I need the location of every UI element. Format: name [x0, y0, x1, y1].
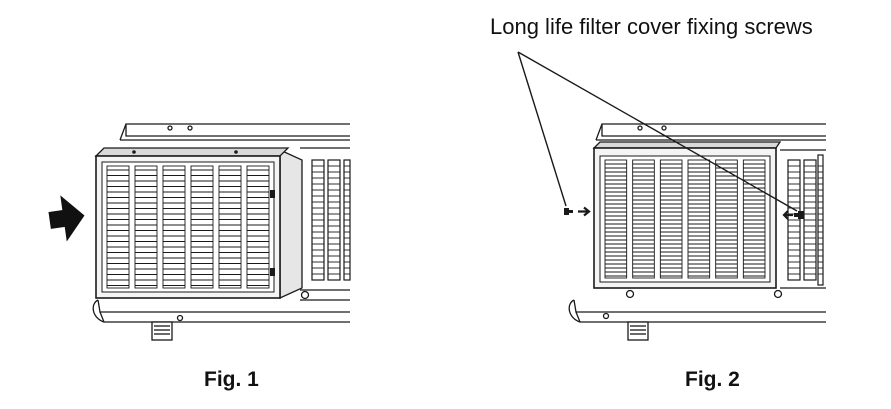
- fig1-projector-body: [92, 123, 350, 341]
- callout-label: Long life filter cover fixing screws: [490, 14, 813, 39]
- callout-leader-lines: [517, 51, 798, 212]
- fig1-body-vent-slats: [312, 165, 350, 275]
- fig2-projector-body: [568, 123, 826, 341]
- grille-column: [715, 159, 738, 279]
- grille-column: [742, 159, 766, 279]
- left-screw-icon: [564, 208, 573, 215]
- grille-column: [687, 159, 711, 279]
- grille-column: [106, 165, 130, 289]
- grille-column: [659, 159, 683, 279]
- fig2-filter-grille: [604, 159, 766, 279]
- fig2-body-vent-slats: [788, 165, 823, 275]
- grille-column: [246, 165, 270, 289]
- grille-column: [218, 165, 242, 289]
- grille-column: [632, 159, 655, 279]
- insert-arrow-icon: [48, 195, 85, 242]
- fig2-caption: Fig. 2: [685, 368, 740, 391]
- fig1-filter-grille: [106, 165, 270, 289]
- grille-column: [604, 159, 628, 279]
- left-screw-arrow-icon: [578, 206, 591, 217]
- grille-column: [162, 165, 186, 289]
- right-screw-arrow-icon: [782, 210, 793, 220]
- grille-column: [134, 165, 158, 289]
- grille-column: [190, 165, 214, 289]
- right-screw-icon: [794, 211, 804, 219]
- fig1-caption: Fig. 1: [204, 368, 259, 391]
- fig2-filter-cover: [592, 141, 782, 289]
- fig1-filter-cover: [94, 147, 303, 300]
